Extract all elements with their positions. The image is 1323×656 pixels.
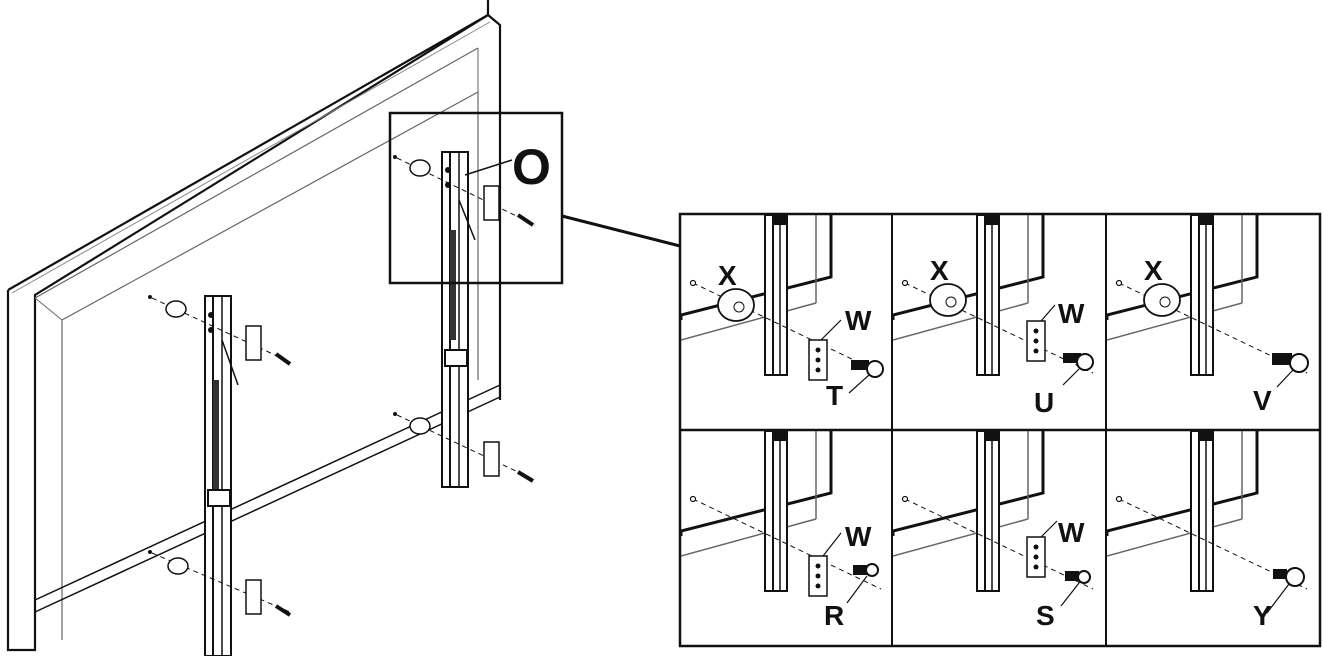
detail-panel-bottom-middle: W S <box>893 431 1095 631</box>
label-w-1: W <box>845 305 872 336</box>
label-s: S <box>1036 600 1055 631</box>
callout-o-label: O <box>512 139 551 195</box>
label-v: V <box>1253 385 1272 416</box>
label-x-2: X <box>930 255 949 286</box>
detail-panel-bottom-right: Y <box>1107 431 1309 631</box>
detail-panel-top-left: X W T <box>681 215 884 411</box>
label-w-3: W <box>845 521 872 552</box>
right-mounting-bracket <box>441 151 476 488</box>
tv-hardware <box>148 155 536 617</box>
zoom-box <box>388 111 681 285</box>
label-x-1: X <box>718 260 737 291</box>
label-x-3: X <box>1144 255 1163 286</box>
label-w-4: W <box>1058 517 1085 548</box>
label-t: T <box>826 380 843 411</box>
tv-panel <box>6 0 502 652</box>
callout-o: O <box>464 139 551 195</box>
label-y: Y <box>1253 600 1272 631</box>
label-w-2: W <box>1058 298 1085 329</box>
label-r: R <box>824 600 844 631</box>
detail-panel-top-right: X V <box>1107 215 1309 416</box>
label-u: U <box>1034 387 1054 418</box>
detail-panel-bottom-left: W R <box>681 431 883 631</box>
detail-panel-top-middle: X W U <box>893 215 1095 418</box>
left-mounting-bracket <box>204 295 239 656</box>
